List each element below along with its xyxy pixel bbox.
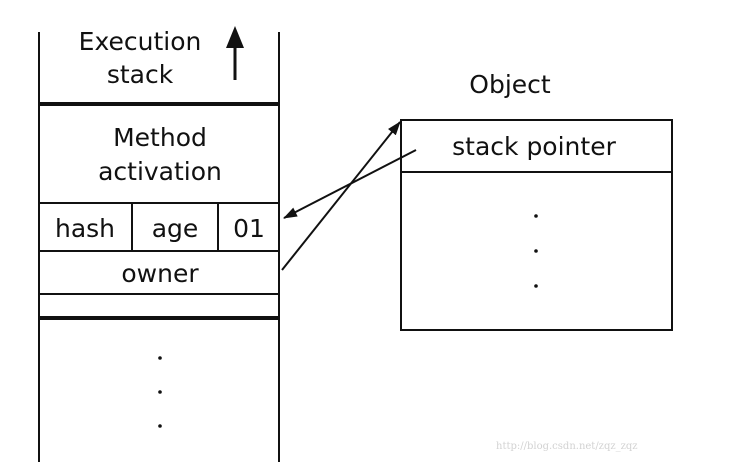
execution-stack-title-line2: stack xyxy=(107,60,174,89)
object-box: Object stack pointer xyxy=(400,70,673,331)
method-activation-line2: activation xyxy=(98,157,222,186)
execution-stack-title-line1: Execution xyxy=(79,27,202,56)
object-border xyxy=(400,119,673,331)
object-continuation-dots xyxy=(534,214,538,288)
watermark: http://blog.csdn.net/zqz_zqz xyxy=(496,441,638,452)
owner-field: owner xyxy=(121,259,199,288)
mark-word-lock-bits: 01 xyxy=(233,214,265,243)
object-title: Object xyxy=(469,70,551,99)
mark-word-age: age xyxy=(152,214,199,243)
object-stack-pointer: stack pointer xyxy=(452,132,616,161)
stack-continuation-dots xyxy=(158,356,162,428)
stack-growth-arrow xyxy=(226,26,244,80)
execution-stack: Execution stack Method activation hash a… xyxy=(38,26,280,462)
method-activation-line1: Method xyxy=(113,123,207,152)
owner-pointer-arrow xyxy=(281,121,401,271)
mark-word-hash: hash xyxy=(55,214,115,243)
